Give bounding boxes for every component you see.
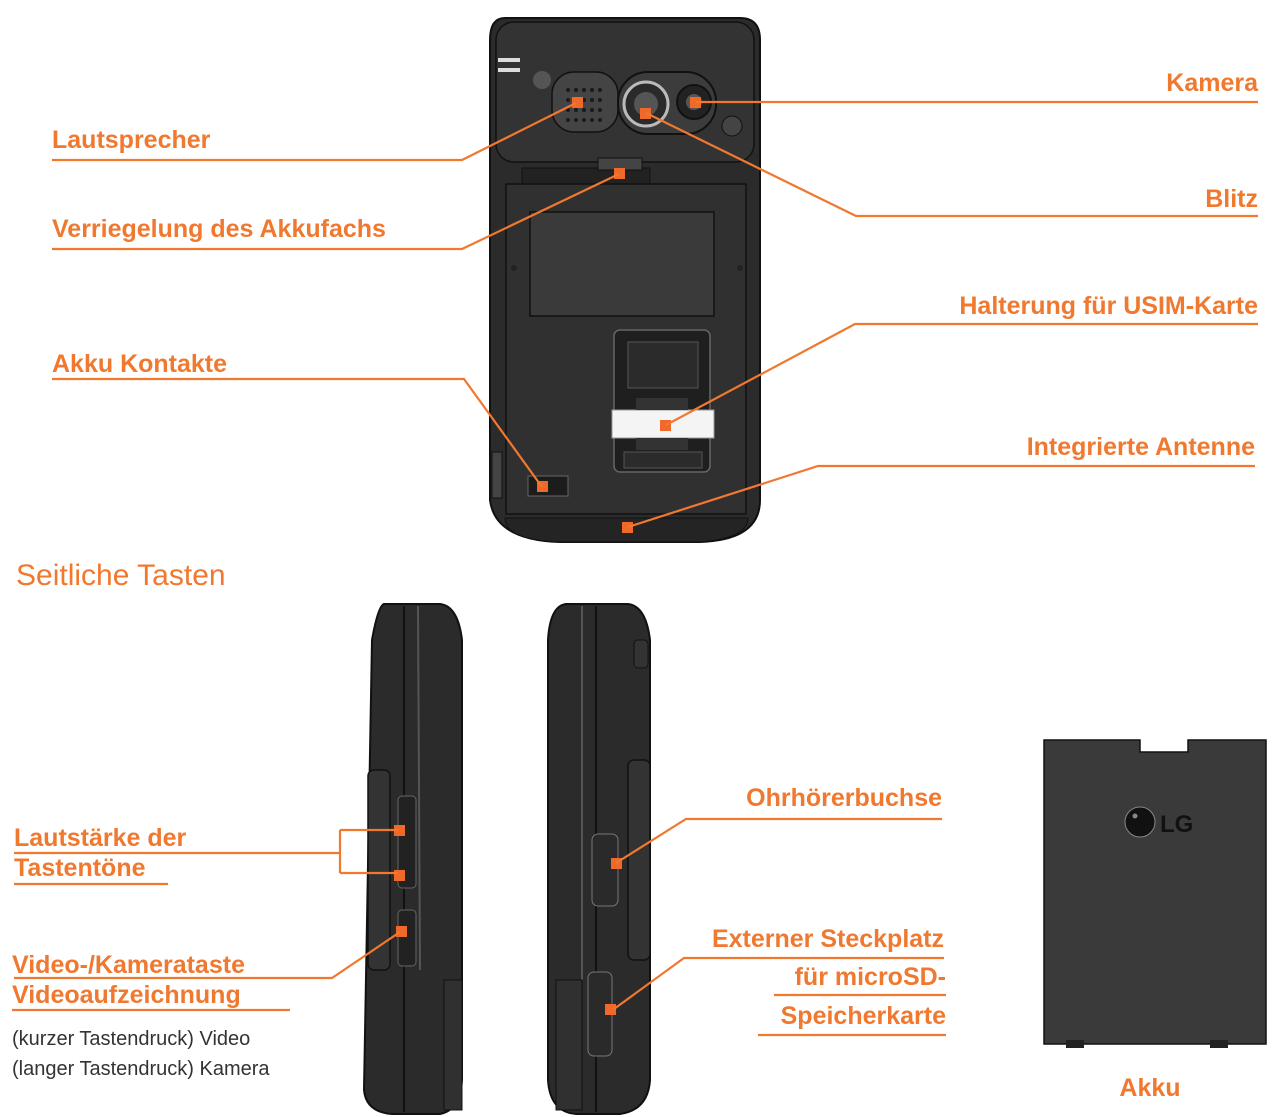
speaker-grille xyxy=(551,71,619,133)
label-lautstaerke-line2: Tastentöne xyxy=(14,854,146,882)
section-title: Seitliche Tasten xyxy=(16,559,226,592)
label-lautsprecher: Lautsprecher xyxy=(52,126,211,154)
marker-microsd xyxy=(605,1004,616,1015)
label-verriegelung: Verriegelung des Akkufachs xyxy=(52,215,386,243)
label-steckplatz-line2: für microSD- xyxy=(795,963,946,991)
label-video-note-long: (langer Tastendruck) Kamera xyxy=(12,1058,270,1080)
marker-usim xyxy=(660,420,671,431)
label-antenne: Integrierte Antenne xyxy=(1027,433,1255,461)
label-ohrhoerer: Ohrhörerbuchse xyxy=(746,784,942,812)
label-blitz: Blitz xyxy=(1205,185,1258,213)
label-akku-kontakte: Akku Kontakte xyxy=(52,350,227,378)
usim-holder xyxy=(611,329,715,473)
phone-back-view xyxy=(489,17,761,543)
label-akku: Akku xyxy=(1119,1074,1180,1102)
label-kamera: Kamera xyxy=(1166,69,1259,97)
label-steckplatz-line3: Speicherkarte xyxy=(781,1002,946,1030)
label-video-line1: Video-/Kamerataste xyxy=(12,951,245,979)
marker-video-key xyxy=(396,926,407,937)
marker-latch xyxy=(614,168,625,179)
lg-logo: LG xyxy=(1124,806,1193,838)
marker-volume-up xyxy=(394,825,405,836)
label-halterung: Halterung für USIM-Karte xyxy=(959,292,1258,320)
marker-speaker xyxy=(572,97,583,108)
label-steckplatz-line1: Externer Steckplatz xyxy=(712,925,944,953)
label-video-line2: Videoaufzeichnung xyxy=(12,981,241,1009)
marker-flash xyxy=(640,108,651,119)
svg-text:LG: LG xyxy=(1160,811,1193,838)
marker-camera xyxy=(690,97,701,108)
back-leader-lines xyxy=(52,100,1258,529)
battery: LG xyxy=(1043,739,1267,1048)
label-video-note-short: (kurzer Tastendruck) Video xyxy=(12,1028,250,1050)
side-leader-lines xyxy=(14,817,946,1037)
phone-side-right xyxy=(547,603,651,1115)
marker-volume-down xyxy=(394,870,405,881)
phone-side-left xyxy=(362,603,463,1115)
label-lautstaerke-line1: Lautstärke der xyxy=(14,824,187,852)
marker-antenna xyxy=(622,522,633,533)
